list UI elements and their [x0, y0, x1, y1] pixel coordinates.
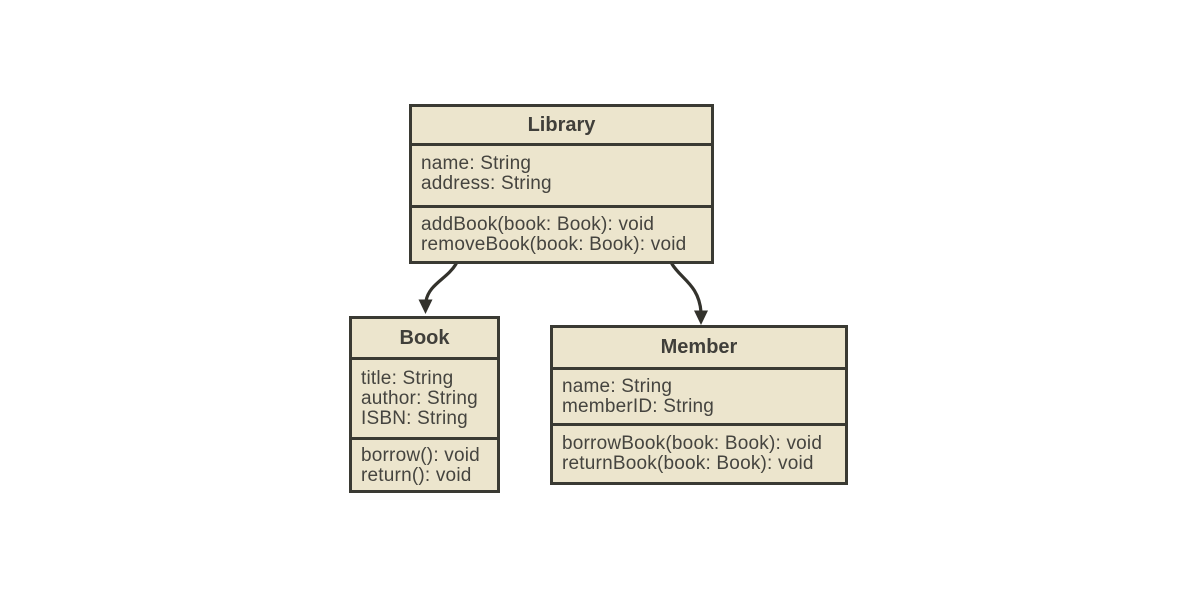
arrow-library-to-member-head-icon: [694, 310, 708, 325]
method-line: removeBook(book: Book): void: [421, 234, 687, 255]
method-line: borrow(): void: [361, 445, 480, 466]
arrow-library-to-book-line: [424, 262, 458, 303]
class-box-library: Library name: String address: String add…: [409, 104, 714, 264]
method-line: addBook(book: Book): void: [421, 214, 655, 235]
attribute-line: name: String: [421, 153, 532, 174]
class-attributes-member: name: String memberID: String: [553, 370, 845, 426]
arrow-library-to-member: [670, 262, 708, 325]
class-name-library: Library: [412, 107, 711, 146]
attribute-line: ISBN: String: [361, 408, 468, 429]
arrow-library-to-member-line: [670, 262, 703, 314]
attribute-line: name: String: [562, 376, 673, 397]
attribute-line: title: String: [361, 368, 454, 389]
class-methods-book: borrow(): void return(): void: [352, 440, 497, 490]
class-attributes-library: name: String address: String: [412, 146, 711, 208]
method-line: borrowBook(book: Book): void: [562, 433, 823, 454]
class-methods-member: borrowBook(book: Book): void returnBook(…: [553, 426, 845, 482]
class-name-member: Member: [553, 328, 845, 370]
attribute-line: address: String: [421, 173, 552, 194]
method-line: return(): void: [361, 465, 472, 486]
attribute-line: author: String: [361, 388, 478, 409]
class-attributes-book: title: String author: String ISBN: Strin…: [352, 360, 497, 440]
class-box-member: Member name: String memberID: String bor…: [550, 325, 848, 485]
class-methods-library: addBook(book: Book): void removeBook(boo…: [412, 208, 711, 261]
method-line: returnBook(book: Book): void: [562, 453, 814, 474]
class-name-book: Book: [352, 319, 497, 360]
attribute-line: memberID: String: [562, 396, 715, 417]
arrow-library-to-book-head-icon: [418, 299, 433, 314]
arrow-library-to-book: [418, 262, 458, 314]
class-box-book: Book title: String author: String ISBN: …: [349, 316, 500, 493]
